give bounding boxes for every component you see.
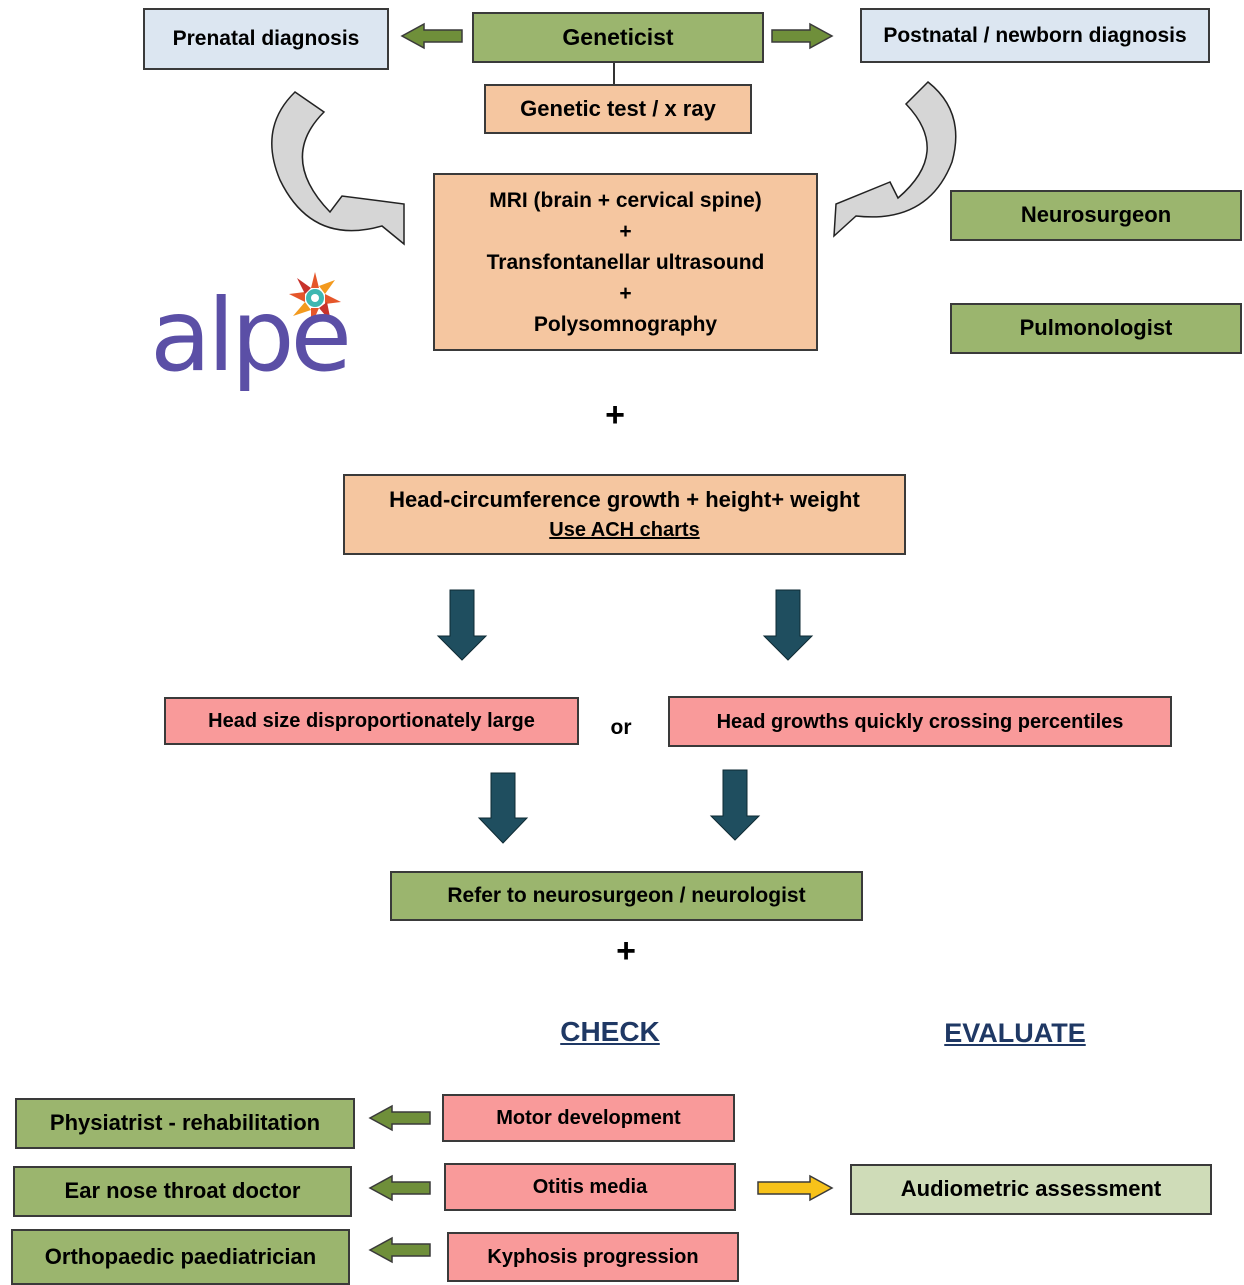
alpe-logo-star-icon	[289, 272, 341, 326]
imaging-polysomnography: Polysomnography	[533, 312, 718, 336]
left-arrow-prenatal	[400, 22, 463, 50]
imaging-plus-2: +	[619, 281, 632, 305]
evaluate-audiometric: Audiometric assessment	[850, 1164, 1212, 1215]
imaging-box: MRI (brain + cervical spine) + Transfont…	[433, 173, 818, 351]
evaluate-header: EVALUATE	[944, 1018, 1086, 1048]
referral-physiatrist: Physiatrist - rehabilitation	[15, 1098, 355, 1149]
curved-arrow-right	[833, 80, 957, 238]
plus-sign-1: +	[605, 396, 625, 434]
imaging-ultrasound: Transfontanellar ultrasound	[486, 250, 765, 274]
referral-orthopaedic: Orthopaedic paediatrician	[11, 1229, 350, 1285]
condition-right-box: Head growths quickly crossing percentile…	[668, 696, 1172, 747]
down-arrow-left	[436, 589, 488, 661]
genetic-test-box: Genetic test / x ray	[484, 84, 752, 134]
neurosurgeon-label: Neurosurgeon	[1020, 202, 1172, 228]
refer-label: Refer to neurosurgeon / neurologist	[447, 884, 806, 908]
arrow-otitis-to-ent	[368, 1174, 431, 1202]
prenatal-diagnosis-box: Prenatal diagnosis	[143, 8, 389, 70]
arrow-kyphosis-to-ortho	[368, 1236, 431, 1264]
check-item-otitis-label: Otitis media	[532, 1176, 648, 1198]
check-item-kyphosis-label: Kyphosis progression	[487, 1246, 699, 1268]
postnatal-diagnosis-label: Postnatal / newborn diagnosis	[883, 23, 1187, 47]
genetic-test-label: Genetic test / x ray	[520, 95, 716, 121]
pulmonologist-label: Pulmonologist	[1019, 315, 1173, 341]
postnatal-diagnosis-box: Postnatal / newborn diagnosis	[860, 8, 1210, 63]
alpe-logo-text: alpe	[150, 277, 352, 394]
ach-charts-link[interactable]: Use ACH charts	[549, 518, 700, 541]
check-item-kyphosis: Kyphosis progression	[447, 1232, 739, 1282]
evaluate-audiometric-label: Audiometric assessment	[900, 1176, 1162, 1202]
geneticist-label: Geneticist	[562, 23, 674, 50]
condition-left-box: Head size disproportionately large	[164, 697, 579, 745]
arrow-otitis-to-audiometric	[757, 1174, 834, 1202]
check-item-otitis: Otitis media	[444, 1163, 736, 1211]
growth-box: Head-circumference growth + height+ weig…	[343, 474, 906, 555]
check-item-motor-label: Motor development	[496, 1107, 681, 1129]
geneticist-box: Geneticist	[472, 12, 764, 63]
check-header: CHECK	[560, 1016, 660, 1047]
neurosurgeon-box: Neurosurgeon	[950, 190, 1242, 241]
prenatal-diagnosis-label: Prenatal diagnosis	[172, 27, 360, 51]
check-item-motor: Motor development	[442, 1094, 735, 1142]
referral-physiatrist-label: Physiatrist - rehabilitation	[49, 1110, 321, 1136]
arrow-motor-to-physiatrist	[368, 1104, 431, 1132]
referral-ent: Ear nose throat doctor	[13, 1166, 352, 1217]
condition-left-label: Head size disproportionately large	[208, 710, 535, 732]
refer-box: Refer to neurosurgeon / neurologist	[390, 871, 863, 921]
down-arrow-right	[762, 589, 814, 661]
alpe-logo: alpe	[150, 268, 400, 428]
growth-title: Head-circumference growth + height+ weig…	[389, 486, 860, 512]
down-arrow-right-2	[709, 769, 761, 841]
referral-orthopaedic-label: Orthopaedic paediatrician	[44, 1243, 317, 1269]
pulmonologist-box: Pulmonologist	[950, 303, 1242, 354]
right-arrow-postnatal	[771, 22, 834, 50]
or-label: or	[610, 716, 632, 739]
referral-ent-label: Ear nose throat doctor	[64, 1178, 301, 1204]
curved-arrow-left	[271, 91, 405, 246]
plus-sign-2: +	[616, 932, 636, 970]
down-arrow-left-2	[477, 772, 529, 844]
imaging-mri: MRI (brain + cervical spine)	[489, 188, 762, 212]
imaging-plus-1: +	[619, 219, 632, 243]
condition-right-label: Head growths quickly crossing percentile…	[716, 710, 1124, 733]
